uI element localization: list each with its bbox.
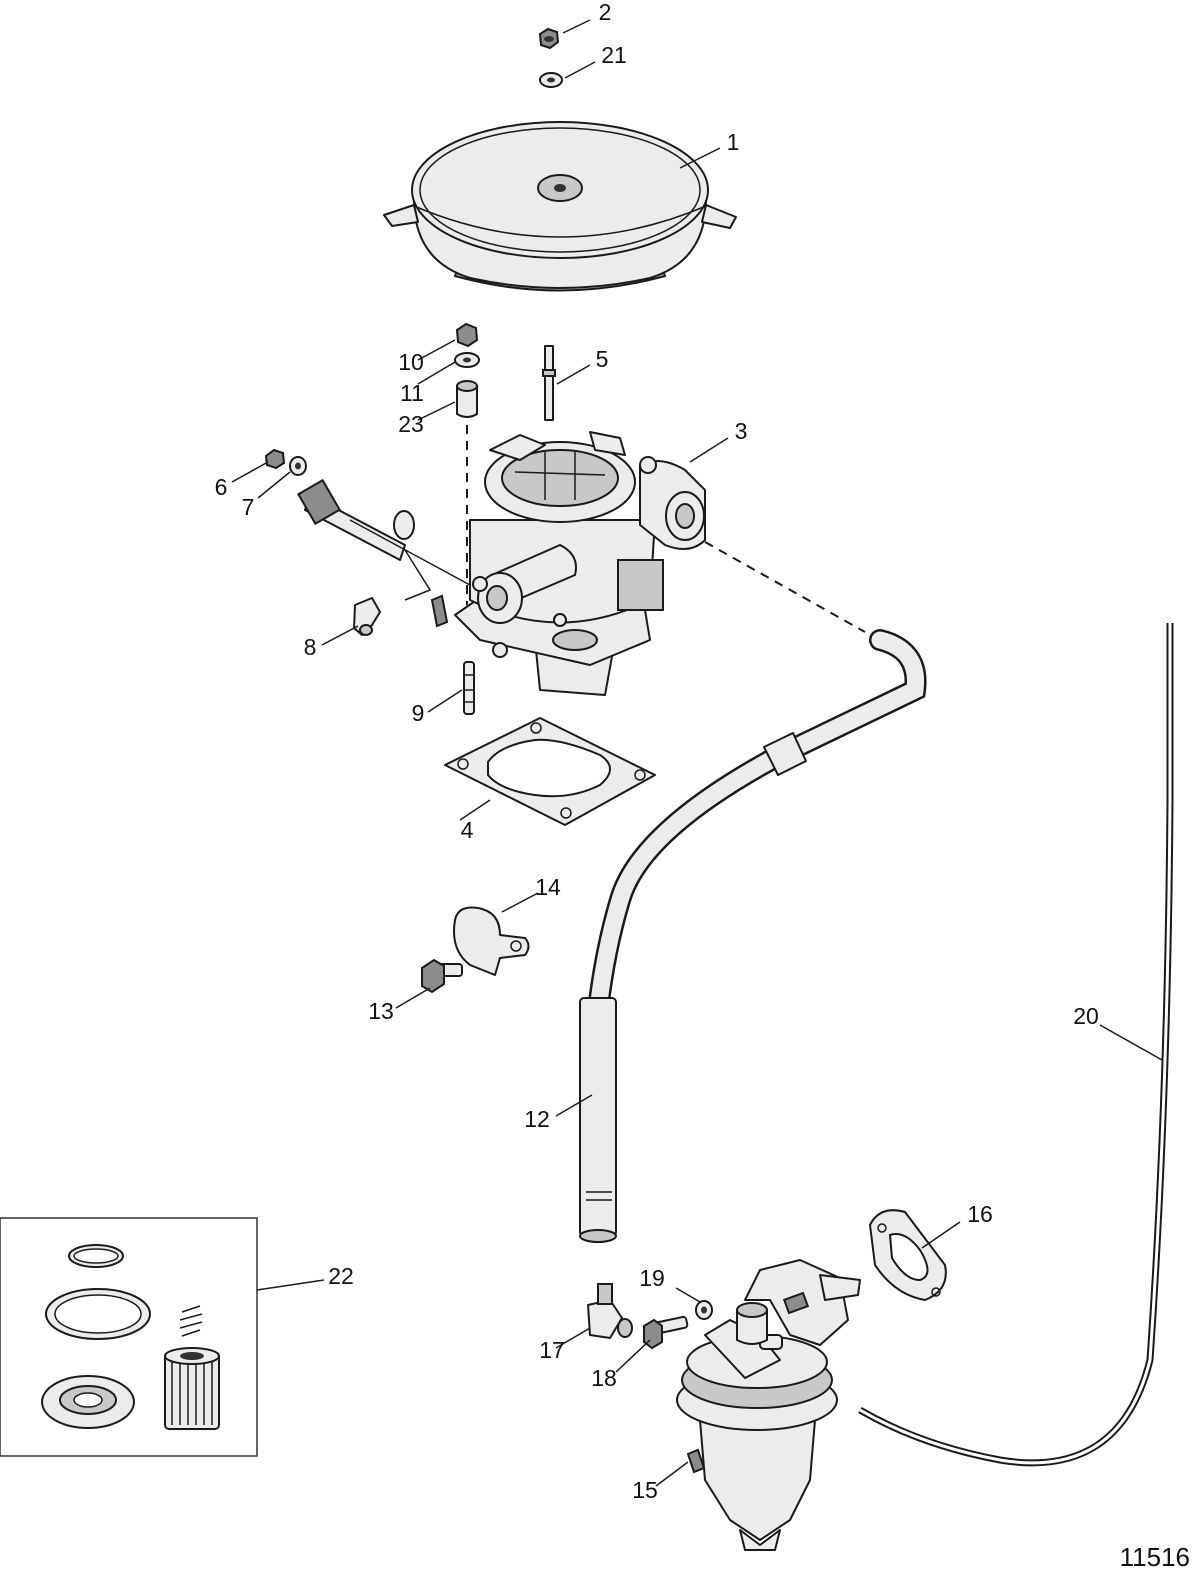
part-washer-11[interactable] <box>454 352 480 368</box>
callout-3: 3 <box>735 418 748 444</box>
callout-22: 22 <box>328 1263 354 1289</box>
part-spacer-23[interactable] <box>456 380 478 418</box>
part-nut-top[interactable] <box>538 27 560 50</box>
callout-1: 1 <box>727 129 740 155</box>
figure-number: 11516 <box>1120 1542 1190 1572</box>
callout-18: 18 <box>591 1365 617 1391</box>
callout-10: 10 <box>398 349 424 375</box>
part-fuel-tube-12[interactable] <box>579 629 927 1243</box>
part-bolt-13[interactable] <box>421 958 463 994</box>
part-washer-top[interactable] <box>539 72 563 88</box>
part-bolt-18[interactable] <box>643 1315 689 1350</box>
callout-12: 12 <box>524 1106 550 1132</box>
part-pin-9[interactable] <box>463 661 475 715</box>
callout-8: 8 <box>304 634 317 660</box>
callout-6: 6 <box>215 474 228 500</box>
part-washer-7[interactable] <box>289 456 307 476</box>
leader-lines <box>231 19 1163 1487</box>
part-elbow-fitting-8[interactable] <box>353 597 381 636</box>
callout-9: 9 <box>412 700 425 726</box>
part-nut-10[interactable] <box>455 322 479 348</box>
callout-labels: 2 21 1 3 4 5 6 7 8 9 10 11 23 12 13 14 1… <box>215 0 1099 1503</box>
part-fitting-17[interactable] <box>587 1283 633 1339</box>
callout-7: 7 <box>242 494 255 520</box>
part-clamp-14[interactable] <box>453 906 530 976</box>
callout-14: 14 <box>535 874 561 900</box>
filter-kit-box <box>0 1217 258 1457</box>
callout-15: 15 <box>632 1477 658 1503</box>
part-nut-6[interactable] <box>264 448 286 470</box>
callout-13: 13 <box>368 998 394 1024</box>
part-filter-kit-22[interactable] <box>0 1217 258 1457</box>
callout-11: 11 <box>400 380 424 406</box>
part-washer-19[interactable] <box>695 1300 713 1320</box>
part-flame-arrestor[interactable] <box>383 121 737 292</box>
callout-2: 2 <box>599 0 612 25</box>
callout-4: 4 <box>461 817 474 843</box>
callout-20: 20 <box>1073 1003 1099 1029</box>
part-carburetor[interactable] <box>297 431 706 696</box>
part-hose-20[interactable] <box>858 623 1174 1467</box>
callout-5: 5 <box>596 346 609 372</box>
callout-16: 16 <box>967 1201 993 1227</box>
part-pump-gasket-16[interactable] <box>869 1209 947 1301</box>
callout-17: 17 <box>539 1337 565 1363</box>
callout-21: 21 <box>601 42 627 68</box>
part-stud-5[interactable] <box>542 345 556 421</box>
part-gasket-4[interactable] <box>444 717 656 826</box>
part-fuel-pump-15[interactable] <box>676 1259 861 1551</box>
callout-19: 19 <box>639 1265 665 1291</box>
callout-23: 23 <box>398 411 424 437</box>
alignment-lines <box>466 425 866 633</box>
